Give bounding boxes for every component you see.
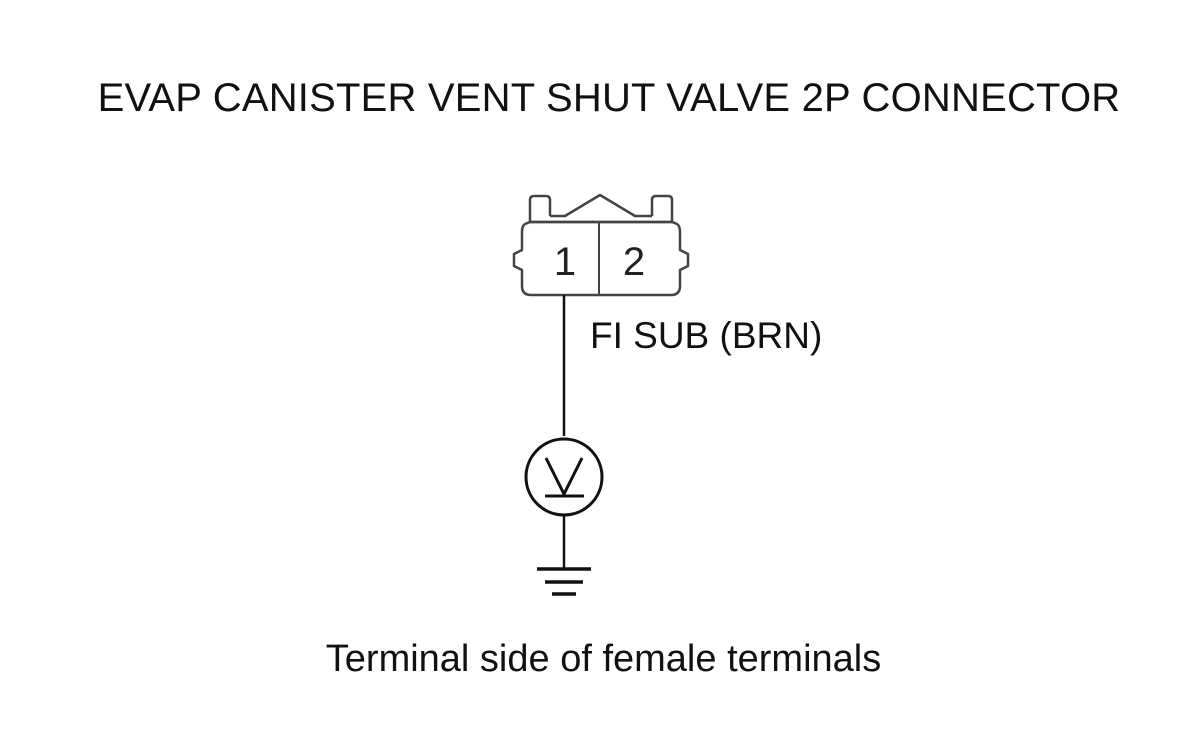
ground-icon [537,567,591,596]
voltmeter-icon [524,437,604,517]
connector-2p [512,193,690,297]
pin-label-2: 2 [623,240,645,284]
pin-label-1: 1 [554,240,576,284]
diagram-title: EVAP CANISTER VENT SHUT VALVE 2P CONNECT… [97,76,1121,120]
wire-label: FI SUB (BRN) [590,315,823,356]
diagram-caption: Terminal side of female terminals [325,638,882,680]
